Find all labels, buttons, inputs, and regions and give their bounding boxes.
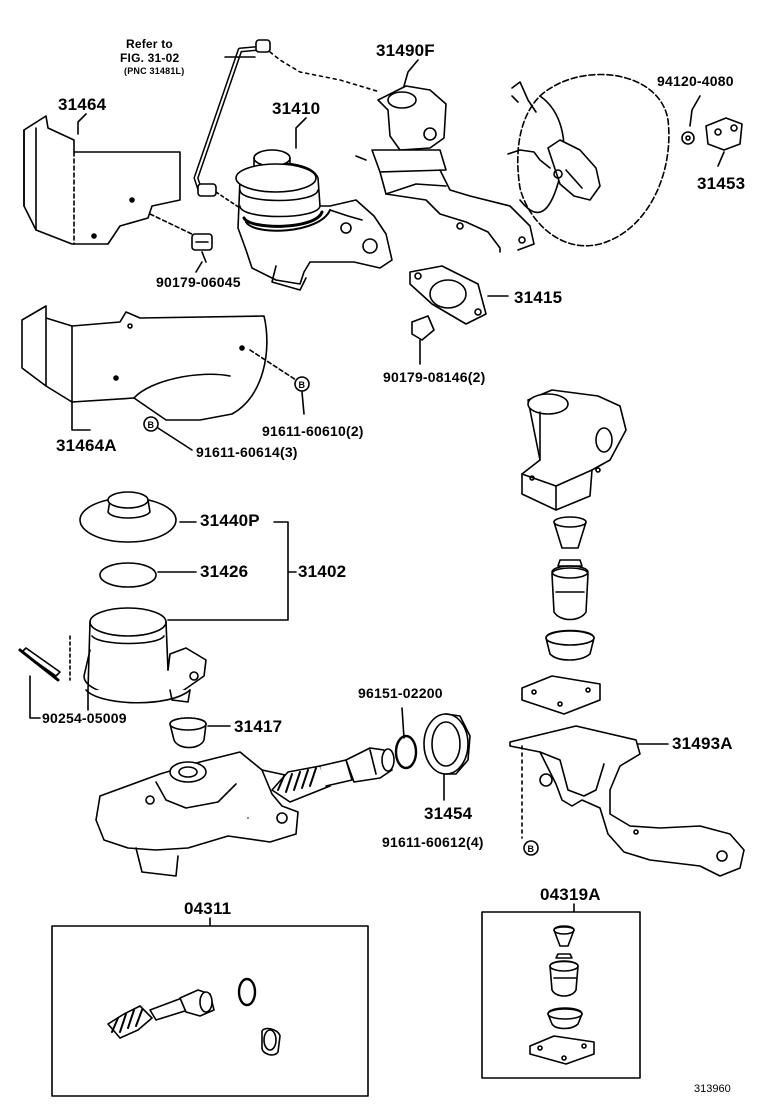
kit-04311-box	[51, 917, 369, 1097]
label-31464A[interactable]: 31464A	[56, 436, 117, 455]
seal-drawing	[545, 629, 595, 661]
grommet-31417-drawing	[169, 717, 231, 749]
figure-number: 313960	[694, 1083, 731, 1095]
label-31415[interactable]: 31415	[514, 288, 563, 307]
bolt-91611-60614-drawing: B	[143, 416, 193, 451]
label-31417[interactable]: 31417	[234, 717, 283, 736]
reservoir-cap-31440P-drawing	[79, 491, 197, 543]
label-04311[interactable]: 04311	[184, 899, 232, 918]
label-31454[interactable]: 31454	[424, 804, 473, 823]
label-31440P[interactable]: 31440P	[200, 511, 260, 530]
reservoir-31402-drawing	[69, 607, 207, 711]
label-94120-4080[interactable]: 94120-4080	[657, 73, 734, 89]
label-31490F[interactable]: 31490F	[376, 41, 435, 60]
label-91611-60612[interactable]: 91611-60612(4)	[382, 834, 484, 850]
bracket-31493A-drawing	[509, 725, 745, 877]
label-31464[interactable]: 31464	[58, 95, 107, 114]
gasket-31415-drawing	[409, 265, 509, 325]
reference-line-1: Refer to	[126, 37, 173, 51]
bolt-91611-60610-drawing: B	[294, 376, 310, 415]
label-31410[interactable]: 31410	[272, 99, 321, 118]
label-04319A[interactable]: 04319A	[540, 885, 601, 904]
label-91611-60610[interactable]: 91611-60610(2)	[262, 423, 364, 439]
master-cylinder-body-lower-drawing	[95, 751, 299, 877]
label-91611-60614[interactable]: 91611-60614(3)	[196, 444, 298, 460]
leader-lines	[77, 59, 725, 819]
svg-text:B: B	[528, 844, 535, 854]
master-cylinder-body-31490F-drawing	[355, 85, 535, 253]
label-31453[interactable]: 31453	[697, 174, 746, 193]
heat-insulator-31464-drawing	[23, 115, 197, 245]
label-90179-06045[interactable]: 90179-06045	[156, 274, 241, 290]
label-90254-05009[interactable]: 90254-05009	[42, 710, 127, 726]
master-cylinder-31410-drawing	[235, 149, 393, 291]
svg-text:B: B	[299, 380, 306, 390]
kit-04319A-box	[481, 903, 641, 1079]
snap-ring-96151-drawing	[394, 707, 418, 770]
nut-90179-08146-drawing	[411, 315, 435, 365]
clevis-31453-drawing	[705, 117, 743, 151]
svg-text:B: B	[148, 420, 155, 430]
label-31402[interactable]: 31402	[298, 562, 347, 581]
cup-drawing	[553, 516, 587, 549]
upper-body-exploded-drawing	[521, 389, 627, 511]
nut-94120-drawing	[681, 131, 695, 145]
bolt-90179-06045-drawing	[191, 233, 213, 263]
boot-31454-drawing	[423, 713, 471, 801]
reference-pnc: (PNC 31481L)	[124, 66, 185, 76]
reference-link[interactable]: FIG. 31-02	[120, 51, 180, 65]
label-31426[interactable]: 31426	[200, 562, 249, 581]
bracket-line-31402	[167, 521, 297, 621]
piston-spring-drawing	[271, 747, 395, 803]
label-31493A[interactable]: 31493A	[672, 734, 733, 753]
bolt-91611-60612-drawing: B	[523, 840, 539, 856]
clutch-tube-drawing	[193, 39, 381, 209]
heat-insulator-31464A-drawing	[21, 305, 297, 431]
brake-booster-drawing	[507, 73, 670, 247]
pin-90254-05009-drawing	[18, 647, 61, 719]
label-96151-02200[interactable]: 96151-02200	[358, 685, 443, 701]
piston-drawing	[551, 559, 589, 621]
plate-drawing	[521, 675, 601, 715]
diaphragm-31426-drawing	[99, 562, 197, 588]
label-90179-08146[interactable]: 90179-08146(2)	[383, 369, 486, 385]
